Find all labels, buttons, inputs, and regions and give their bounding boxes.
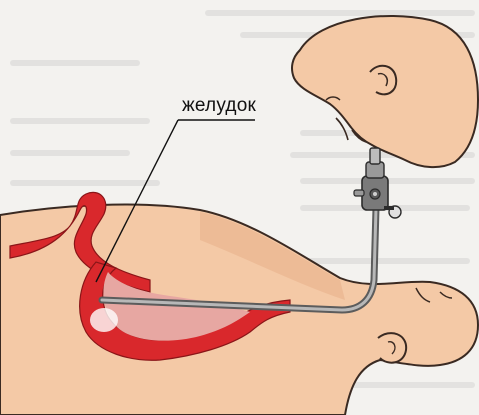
stomach-highlight — [90, 308, 118, 332]
stomach-label: желудок — [182, 96, 256, 115]
patient-head — [292, 16, 478, 167]
